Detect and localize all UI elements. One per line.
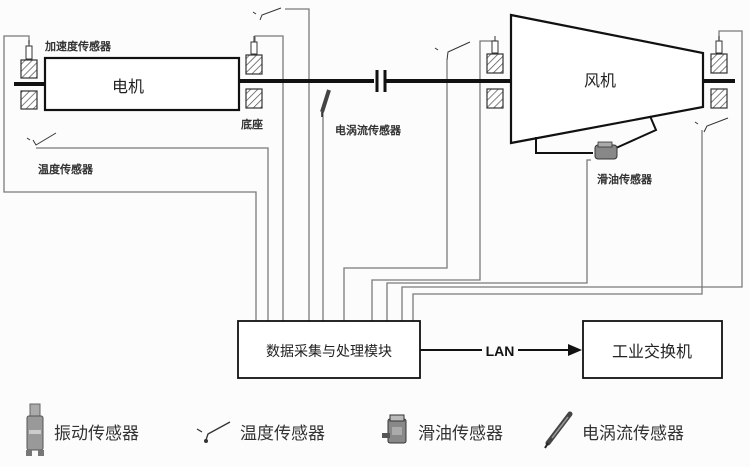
wire-fan-right-accelerometer bbox=[401, 30, 743, 321]
legend-label: 温度传感器 bbox=[240, 423, 325, 444]
motor bbox=[43, 56, 241, 112]
eddy-current-sensor-icon bbox=[544, 411, 573, 449]
oil-pipe bbox=[535, 137, 593, 154]
legend-item-oil: 滑油传感器 bbox=[380, 395, 503, 467]
temperature-probe-icon bbox=[26, 132, 57, 146]
bearing-block bbox=[486, 53, 504, 74]
legend-label: 电涡流传感器 bbox=[582, 423, 684, 444]
fan bbox=[509, 13, 705, 145]
accelerometer-icon bbox=[250, 36, 258, 55]
monitoring-system-diagram: 电机 风机 加速度传感器 温度传感器 底座 bbox=[3, 7, 743, 379]
shaft bbox=[14, 70, 735, 92]
bearing-blocks bbox=[20, 53, 728, 110]
daq-module bbox=[237, 320, 421, 379]
lan-label: LAN bbox=[486, 343, 515, 359]
vibration-sensor-icon bbox=[26, 403, 44, 456]
bearing-block bbox=[245, 88, 263, 109]
wire-fan-shaft-temperature bbox=[343, 60, 448, 321]
signal-wires bbox=[3, 8, 743, 321]
legend-item-eddy-current: 电涡流传感器 bbox=[540, 395, 684, 467]
wire-oil-sensor bbox=[386, 159, 591, 321]
bearing-block bbox=[486, 88, 504, 109]
eddy-current-label: 电涡流传感器 bbox=[335, 123, 402, 137]
eddy-current-probe-icon bbox=[320, 89, 331, 117]
legend-item-vibration: 振动传感器 bbox=[24, 395, 139, 467]
motor-label: 电机 bbox=[112, 77, 144, 96]
bearing-block bbox=[245, 54, 263, 75]
wire-coupling-temperature bbox=[285, 8, 310, 321]
oil-sensor-label: 滑油传感器 bbox=[597, 172, 653, 186]
wire-fan-left-accelerometer bbox=[371, 40, 497, 321]
wire-fan-right-temperature bbox=[412, 130, 703, 321]
wire-motor-right-accelerometer bbox=[254, 35, 284, 321]
accelerometer-icon bbox=[491, 36, 499, 54]
legend-item-temperature: 温度传感器 bbox=[192, 395, 325, 467]
daq-module-label: 数据采集与处理模块 bbox=[266, 343, 392, 360]
wire-motor-temperature bbox=[36, 147, 269, 321]
temperature-probes bbox=[26, 7, 729, 146]
legend: 振动传感器 温度传感器 滑油传感器 电涡流传感器 bbox=[0, 395, 750, 467]
oil-sensor-icon bbox=[382, 414, 407, 444]
temperature-probe-icon bbox=[252, 7, 282, 21]
temperature-sensor-icon bbox=[196, 421, 231, 443]
temperature-probe-icon bbox=[434, 41, 471, 61]
industrial-switch bbox=[582, 320, 723, 379]
industrial-switch-label: 工业交换机 bbox=[612, 342, 692, 361]
accelerometers bbox=[25, 36, 723, 60]
legend-label: 振动传感器 bbox=[54, 423, 139, 444]
fan-label: 风机 bbox=[584, 71, 616, 90]
accelerometer-label: 加速度传感器 bbox=[44, 39, 112, 53]
bearing-block bbox=[710, 53, 728, 74]
oil-sensor-icon bbox=[594, 141, 618, 160]
bearing-block bbox=[20, 59, 38, 79]
arrow-head-icon bbox=[568, 344, 582, 356]
base-label: 底座 bbox=[241, 117, 263, 131]
legend-label: 滑油传感器 bbox=[418, 423, 503, 444]
wire-left-accelerometer bbox=[3, 35, 257, 321]
accelerometer-icon bbox=[25, 40, 33, 60]
accelerometer-icon bbox=[715, 36, 723, 54]
temperature-probe-icon bbox=[694, 117, 729, 133]
bearing-block bbox=[20, 90, 38, 110]
temperature-label: 温度传感器 bbox=[38, 162, 94, 176]
bearing-block bbox=[710, 88, 728, 109]
